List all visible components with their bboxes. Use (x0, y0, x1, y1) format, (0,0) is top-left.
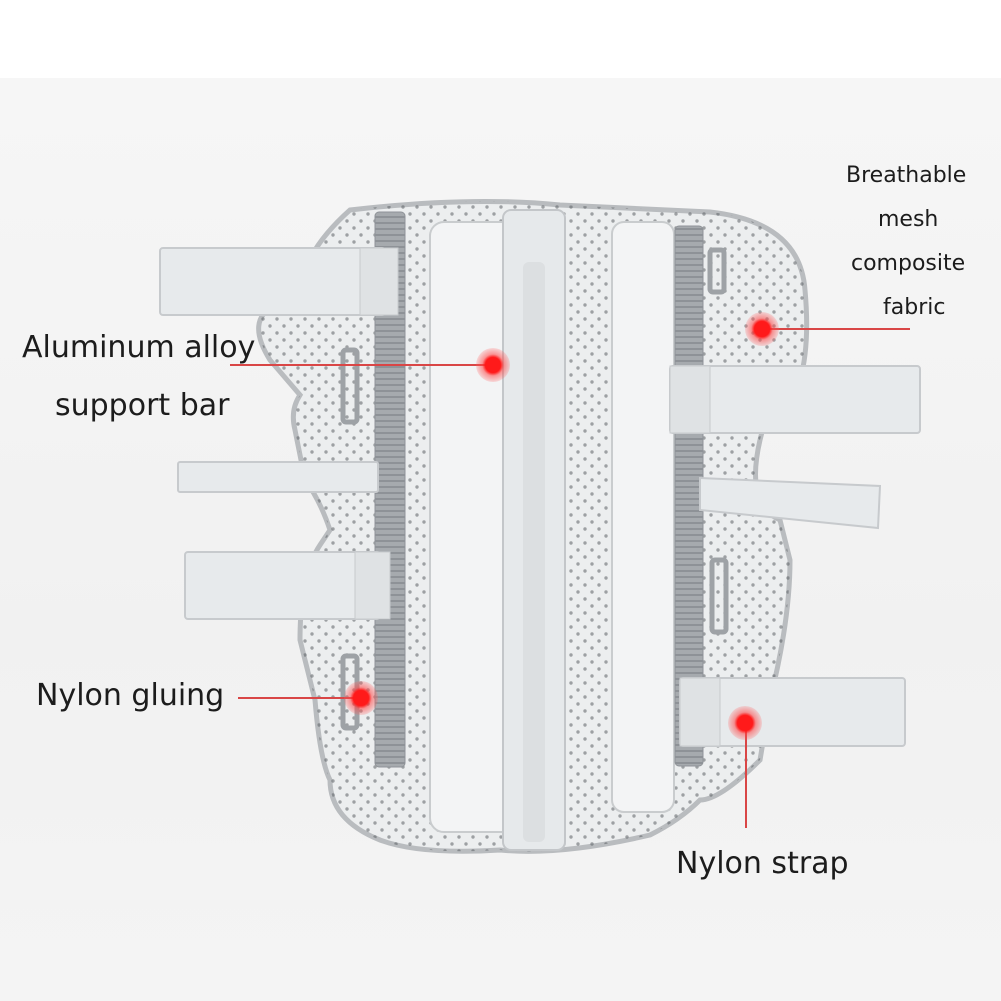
strap-left-3 (184, 551, 381, 620)
callout-mesh-line3: composite (851, 251, 966, 276)
callout-strap: Nylon strap (676, 846, 849, 881)
pointer-line-aluminum (230, 364, 492, 366)
callout-aluminum-line1: Aluminum alloy (22, 330, 256, 365)
buckle-4 (709, 557, 729, 635)
marker-dot-aluminum (476, 348, 510, 382)
pointer-line-strap (745, 726, 747, 828)
buckle-3 (707, 247, 727, 295)
pointer-line-mesh (762, 328, 910, 330)
marker-dot-gluing (344, 681, 378, 715)
strap-left-2 (177, 461, 379, 493)
marker-dot-strap (728, 706, 762, 740)
pointer-line-gluing (238, 697, 360, 699)
callout-mesh-line4: fabric (883, 295, 946, 320)
buckle-1 (340, 347, 360, 425)
strap-left-1 (159, 247, 386, 316)
callout-gluing: Nylon gluing (36, 678, 225, 713)
callout-aluminum-line2: support bar (55, 388, 230, 423)
marker-dot-mesh (745, 312, 779, 346)
callout-mesh-line1: Breathable (846, 163, 967, 188)
strap-right-2 (699, 476, 882, 530)
callout-mesh-line2: mesh (878, 207, 939, 232)
